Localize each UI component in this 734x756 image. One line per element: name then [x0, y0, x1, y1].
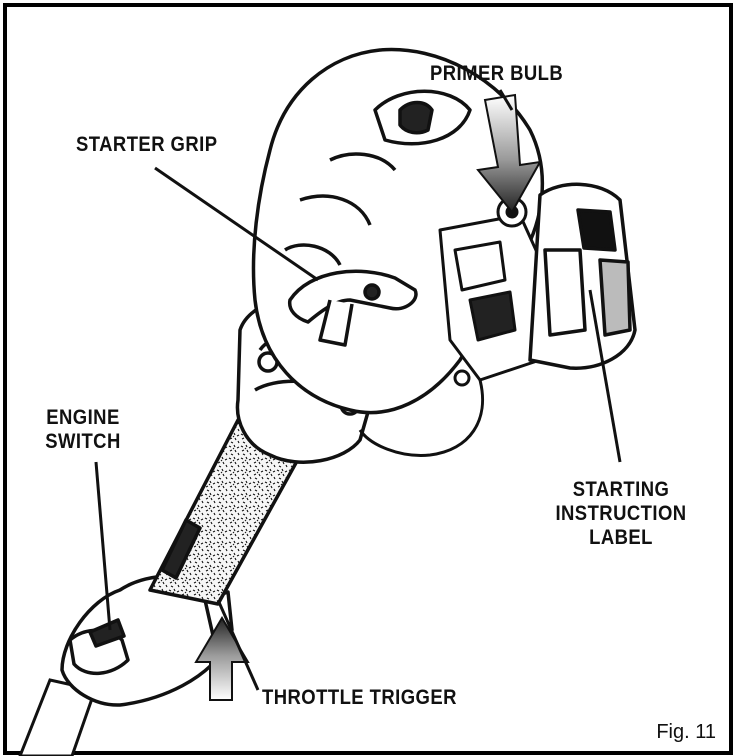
starter-grip-label: STARTER GRIP	[76, 133, 218, 156]
air-filter-housing	[528, 182, 637, 370]
leader-engine-switch	[94, 461, 112, 631]
engine-switch-label: ENGINE SWITCH	[35, 406, 132, 454]
starting-instruction-label: STARTING INSTRUCTION LABEL	[555, 478, 687, 550]
figure-caption: Fig. 11	[656, 721, 716, 743]
leader-throttle-trigger	[216, 599, 260, 691]
primer-bulb-label: PRIMER BULB	[430, 62, 564, 85]
leader-primer-bulb	[498, 89, 514, 111]
down-arrow-icon	[476, 93, 542, 214]
starting-instruction-label-line: LABEL	[589, 526, 653, 549]
engine-switch-label-line: SWITCH	[45, 430, 121, 453]
starting-instruction-label-line: INSTRUCTION	[555, 502, 687, 525]
leader-lines	[94, 89, 622, 691]
leader-starting-instruction	[588, 289, 622, 463]
throttle-trigger-label: THROTTLE TRIGGER	[262, 686, 457, 709]
leader-starter-grip	[154, 166, 319, 282]
figure-border	[3, 3, 733, 755]
starter-grip-handle	[287, 269, 418, 347]
starting-instruction-label-line: STARTING	[572, 478, 670, 501]
engine-switch-label-line: ENGINE	[46, 406, 120, 429]
